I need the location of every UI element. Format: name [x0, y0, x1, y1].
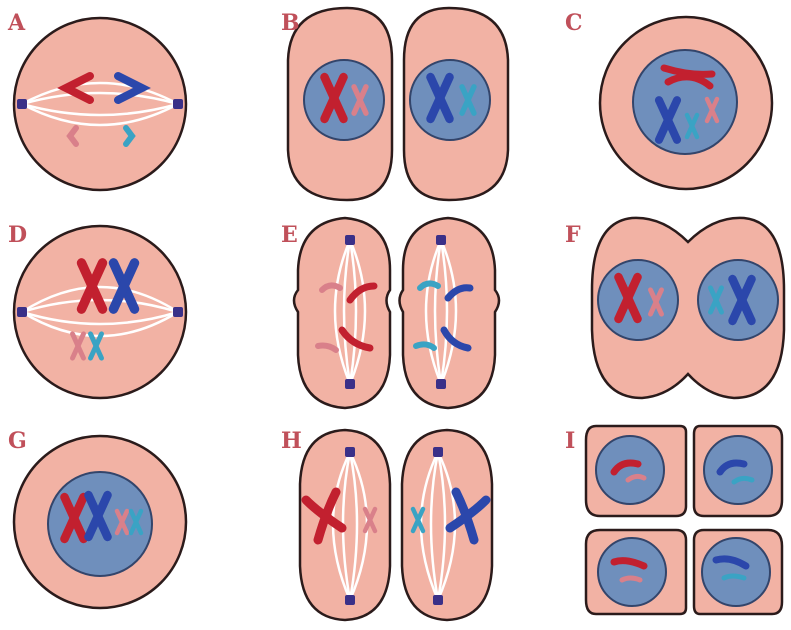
nucleus-b-left: [304, 60, 384, 140]
chromosome-e-cyan2: [416, 344, 434, 348]
panel-label-h: H: [281, 430, 302, 452]
nucleus-f-left: [598, 260, 678, 340]
panel-label-i: I: [565, 430, 575, 452]
nucleus-i-3: [598, 538, 666, 606]
cell-e-right: [400, 218, 500, 408]
centrosome-e-3: [436, 235, 446, 245]
panel-d: [14, 226, 186, 398]
panel-label-b: B: [281, 12, 300, 34]
nucleus-b-right: [410, 60, 490, 140]
panel-g: [14, 436, 186, 608]
panel-e: [294, 218, 499, 408]
nucleus-i-4: [702, 538, 770, 606]
centrosome-e-2: [345, 379, 355, 389]
panel-label-f: F: [565, 224, 581, 246]
nucleus-i-1: [596, 436, 664, 504]
panel-label-c: C: [565, 12, 583, 34]
panel-label-d: D: [8, 224, 27, 246]
panel-label-g: G: [8, 430, 27, 452]
centrosome-e-4: [436, 379, 446, 389]
panel-f: [592, 218, 784, 398]
centrosome-d-left: [17, 307, 27, 317]
panel-label-e: E: [281, 224, 298, 246]
centrosome-a-right: [173, 99, 183, 109]
centrosome-h-2: [345, 595, 355, 605]
nucleus-c: [633, 50, 737, 154]
centrosome-a-left: [17, 99, 27, 109]
centrosome-h-1: [345, 447, 355, 457]
cell-e-left: [294, 218, 390, 408]
panel-i: [586, 426, 782, 614]
centrosome-e-1: [345, 235, 355, 245]
chromosome-i-cyan2: [724, 576, 744, 578]
chromosome-i-pink2: [622, 578, 640, 580]
panel-a: [14, 18, 186, 190]
panel-b: [288, 8, 508, 200]
centrosome-h-3: [433, 447, 443, 457]
centrosome-h-4: [433, 595, 443, 605]
centrosome-d-right: [173, 307, 183, 317]
panel-label-a: A: [8, 12, 25, 34]
nucleus-i-2: [704, 436, 772, 504]
cell-a: [14, 18, 186, 190]
panel-c: [600, 17, 772, 189]
panel-h: [300, 430, 492, 620]
